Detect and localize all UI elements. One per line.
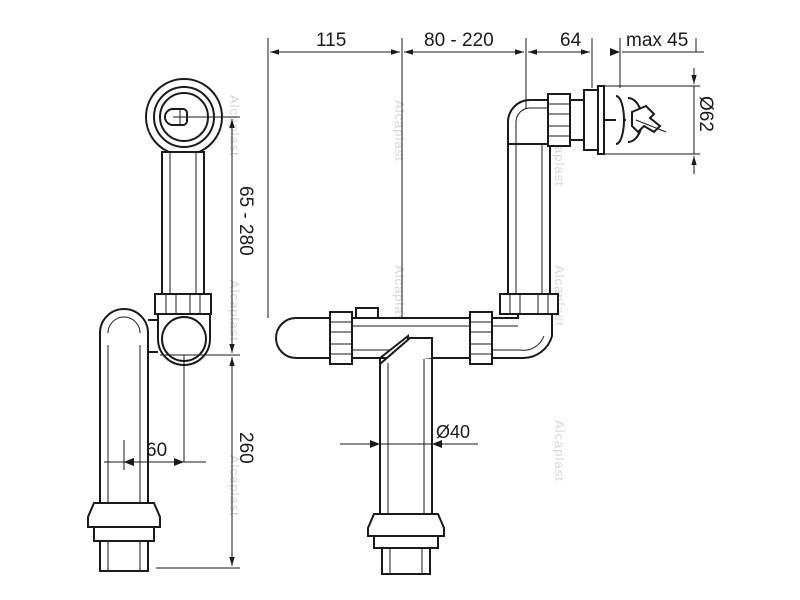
dim-115-label: 115 xyxy=(316,30,346,51)
overflow-elbow-ring xyxy=(161,316,207,362)
lower-elbow xyxy=(491,311,553,360)
dim-diameter-62-label: Ø62 xyxy=(695,96,716,132)
waste-fitting-nose xyxy=(275,317,331,359)
dim-80-220-label: 80 - 220 xyxy=(424,30,494,51)
watermark-3: Alcaplast xyxy=(227,455,242,517)
front-outlet-pipe xyxy=(381,547,431,575)
overflow-nut xyxy=(154,293,212,315)
watermark-4: Alcaplast xyxy=(392,100,407,162)
watermark-5: Alcaplast xyxy=(392,265,407,327)
overflow-cover xyxy=(615,95,625,145)
vertical-nut-bottom xyxy=(499,293,559,315)
upper-nut xyxy=(547,93,571,147)
horizontal-nut-left xyxy=(329,311,353,365)
front-outlet-cone xyxy=(367,513,445,537)
dim-260-label: 260 xyxy=(235,432,256,464)
dim-diameter-40-label: Ø40 xyxy=(436,422,470,442)
dim-max45-label: max 45 xyxy=(626,30,688,51)
watermark-2: Alcaplast xyxy=(227,280,242,342)
dim-65-280-label: 65 - 280 xyxy=(235,186,256,256)
overflow-tube xyxy=(161,151,205,295)
front-view xyxy=(275,85,667,575)
dimensions: 115 80 - 220 64 max 45 Ø62 65 - 280 260 … xyxy=(104,30,716,566)
watermark-9: Alcaplast xyxy=(552,420,567,482)
overflow-knob-icon xyxy=(631,104,662,134)
front-outlet-collar xyxy=(373,535,439,549)
overflow-body xyxy=(569,99,585,141)
dim-64-label: 64 xyxy=(560,30,582,51)
watermark-1: Alcaplast xyxy=(227,95,242,157)
dim-60-label: 60 xyxy=(146,440,167,461)
waste-tube xyxy=(99,308,149,504)
outlet-cone xyxy=(87,502,161,528)
overflow-flange xyxy=(597,85,605,155)
vertical-overflow-tube xyxy=(507,143,551,295)
fitting-tab xyxy=(355,307,379,319)
horizontal-nut-right xyxy=(469,311,493,365)
outlet-collar xyxy=(93,526,155,542)
upper-elbow xyxy=(507,99,549,145)
outlet-pipe xyxy=(99,540,149,572)
drop-tube xyxy=(379,357,433,515)
overflow-gasket xyxy=(583,89,599,151)
side-view xyxy=(87,78,240,572)
